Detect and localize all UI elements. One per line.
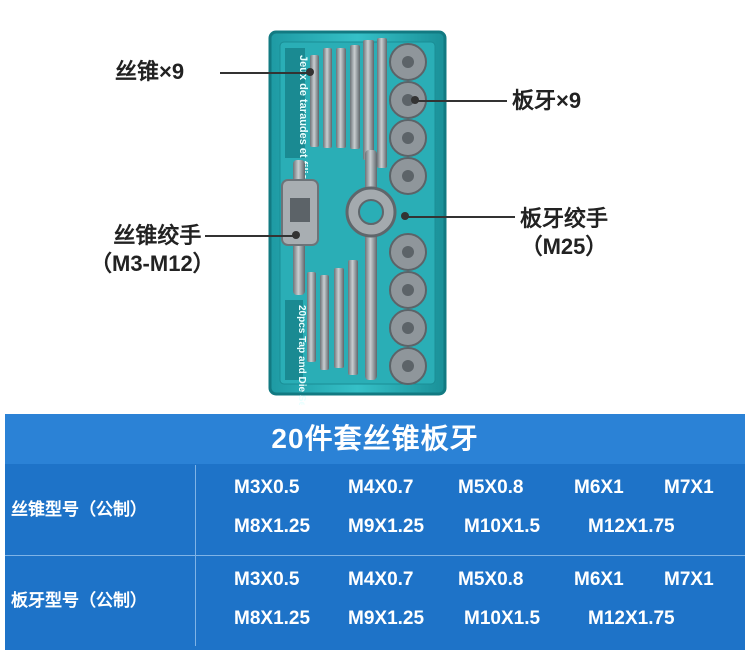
callout-tap-wrench-line: [205, 235, 295, 237]
spec-value: M5X0.8: [458, 569, 524, 590]
spec-value: M10X1.5: [464, 516, 541, 537]
spec-value: M6X1: [574, 477, 624, 498]
callout-taps-dot: [306, 68, 314, 76]
spec-row-values: M3X0.5 M4X0.7 M5X0.8 M6X1 M7X1 M8X1.25 M…: [195, 556, 746, 646]
case-label-bottom: 20pcs Tap and Die Set: [296, 305, 307, 405]
callout-taps-line: [220, 72, 310, 74]
callout-dies: 板牙×9: [512, 88, 582, 113]
spec-value: M8X1.25: [234, 516, 311, 537]
callout-tap-wrench-name: 丝锥绞手: [113, 223, 202, 248]
spec-value: M6X1: [574, 569, 624, 590]
spec-value: M12X1.75: [588, 516, 675, 537]
spec-value: M10X1.5: [464, 608, 541, 629]
spec-table-title: 20件套丝锥板牙: [5, 414, 745, 464]
callout-tap-wrench-dot: [292, 231, 300, 239]
spec-value: M9X1.25: [348, 516, 425, 537]
product-photo: Jeux de taraudes et filieres 20pcs 20pcs…: [90, 30, 608, 411]
spec-value: M3X0.5: [234, 569, 300, 590]
callout-tap-wrench: 丝锥绞手 （M3-M12）: [90, 222, 215, 278]
callout-die-stock-size: （M25）: [520, 234, 608, 259]
spec-value: M3X0.5: [234, 477, 300, 498]
spec-row-divider: [5, 555, 745, 556]
tap-die-set-case-image: Jeux de taraudes et filieres 20pcs 20pcs…: [268, 30, 447, 411]
callout-tap-wrench-range: （M3-M12）: [90, 251, 215, 276]
spec-row-values: M3X0.5 M4X0.7 M5X0.8 M6X1 M7X1 M8X1.25 M…: [195, 465, 746, 555]
spec-row-label: 丝锥型号（公制）: [11, 500, 147, 519]
spec-value: M5X0.8: [458, 477, 524, 498]
callout-taps: 丝锥×9: [115, 59, 185, 84]
spec-row-taps: 丝锥型号（公制） M3X0.5 M4X0.7 M5X0.8 M6X1 M7X1 …: [5, 465, 745, 555]
spec-row-dies: 板牙型号（公制） M3X0.5 M4X0.7 M5X0.8 M6X1 M7X1 …: [5, 556, 745, 646]
spec-row-label: 板牙型号（公制）: [11, 591, 147, 610]
spec-value: M8X1.25: [234, 608, 311, 629]
callout-dies-line: [415, 100, 507, 102]
callout-dies-dot: [411, 96, 419, 104]
callout-die-stock-name: 板牙绞手: [520, 206, 609, 231]
spec-value: M9X1.25: [348, 608, 425, 629]
dies-column: [389, 43, 427, 385]
spec-value: M12X1.75: [588, 608, 675, 629]
callout-die-stock-dot: [401, 212, 409, 220]
spec-value: M4X0.7: [348, 477, 414, 498]
spec-table: 20件套丝锥板牙 丝锥型号（公制） M3X0.5 M4X0.7 M5X0.8 M…: [5, 414, 745, 650]
spec-value: M4X0.7: [348, 569, 414, 590]
callout-die-stock-line: [405, 216, 515, 218]
callout-die-stock: 板牙绞手 （M25）: [520, 205, 608, 261]
spec-value: M7X1: [664, 569, 714, 590]
spec-value: M7X1: [664, 477, 714, 498]
